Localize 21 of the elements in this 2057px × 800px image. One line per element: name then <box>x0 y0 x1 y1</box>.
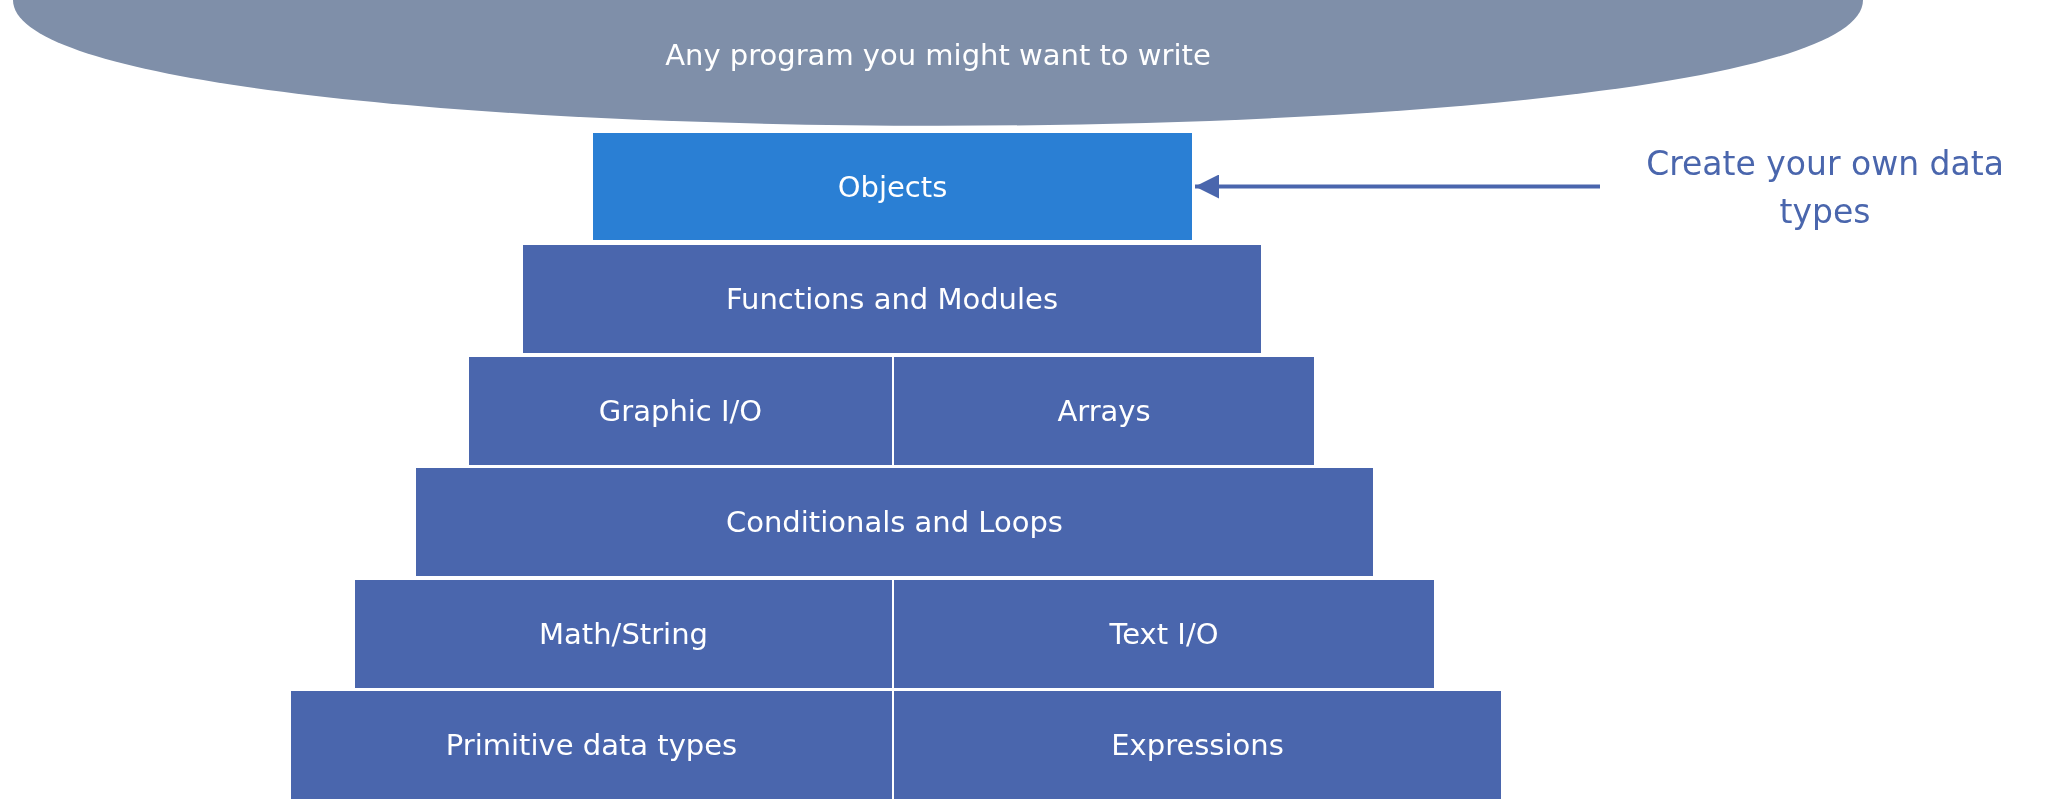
layer-block <box>522 244 1262 354</box>
layer-label: Arrays <box>1057 394 1151 428</box>
layer-block <box>893 579 1435 689</box>
layer-label: Math/String <box>539 617 708 651</box>
layer-label: Expressions <box>1111 728 1284 762</box>
layer-block <box>893 356 1315 466</box>
band-label: Any program you might want to write <box>665 38 1211 72</box>
layer-label: Conditionals and Loops <box>726 505 1063 539</box>
layer-block <box>415 467 1374 577</box>
layer-block <box>468 356 893 466</box>
layer-block <box>592 132 1193 241</box>
layer-label: Graphic I/O <box>598 394 763 428</box>
note-text: Create your own data types <box>1645 142 2005 233</box>
layer-block <box>354 579 893 689</box>
layer-label: Functions and Modules <box>726 282 1058 316</box>
layer-label: Primitive data types <box>445 728 738 762</box>
arrow <box>1195 174 1600 199</box>
layer-block <box>290 690 893 800</box>
layer-label: Objects <box>837 169 948 204</box>
layer-block <box>893 690 1502 800</box>
layer-label: Text I/O <box>1109 617 1219 651</box>
